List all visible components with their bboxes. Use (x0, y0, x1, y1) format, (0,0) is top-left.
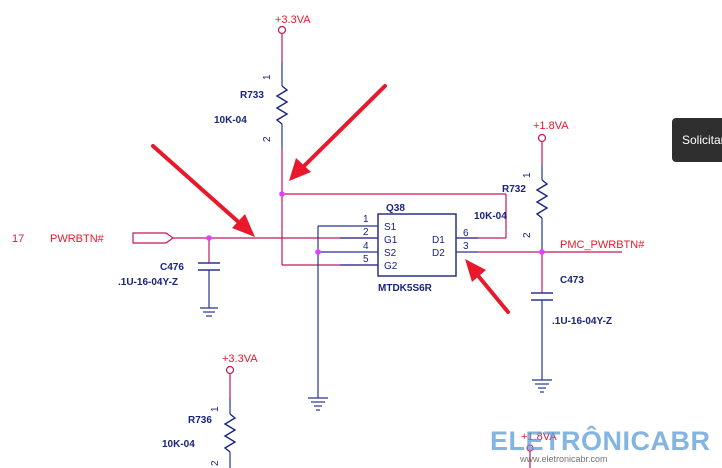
rail-right-1v8-label: +1.8VA (533, 120, 569, 132)
r733-pin2: 2 (262, 136, 273, 142)
rail-top-3v3-label: +3.3VA (275, 14, 311, 26)
solicitar-tab[interactable]: Solicitar (672, 118, 722, 162)
q38-ref: Q38 (386, 203, 405, 214)
annotation-arrow-left (151, 144, 255, 237)
pwrbtn-label: PWRBTN# (50, 233, 105, 245)
q38-pin-g1: G1 (384, 235, 398, 246)
rail-right-1v8: +1.8VA (533, 120, 569, 165)
c476-ref: C476 (160, 262, 184, 273)
q38-pin6-num: 6 (463, 228, 469, 239)
resistor-r736: 1 2 R736 10K-04 (162, 398, 237, 468)
ground-q38-source (308, 397, 328, 411)
watermark-url: www.eletronicabr.com (520, 454, 608, 464)
junction-dot (279, 191, 285, 197)
pmc-pwrbtn-label: PMC_PWRBTN# (560, 239, 645, 251)
capacitor-c473: C473 .1U-16-04Y-Z (531, 252, 612, 393)
capacitor-c476: C476 .1U-16-04Y-Z (118, 238, 220, 317)
resistor-r732: 1 2 R732 10K-04 (474, 165, 549, 252)
r736-pin2: 2 (210, 460, 221, 466)
junction-dot (315, 249, 321, 255)
rail-bottom-right-partial-label: +1.8VA (521, 431, 557, 443)
q38-pin1-num: 1 (363, 214, 369, 225)
ic-q38: Q38 MTDK5S6R 1 2 4 5 S1 G1 S2 G2 6 3 D1 … (318, 203, 478, 294)
q38-pin3-num: 3 (463, 241, 469, 252)
q38-pin4-num: 4 (363, 241, 369, 252)
q38-pin-s1: S1 (384, 222, 397, 233)
r733-value: 10K-04 (214, 115, 247, 126)
q38-pin-g2: G2 (384, 261, 398, 272)
rail-bottom-3v3: +3.3VA (222, 353, 258, 398)
rail-top-3v3: +3.3VA (275, 14, 311, 62)
r732-value: 10K-04 (474, 211, 507, 222)
r732-pin1: 1 (522, 172, 533, 178)
c473-ref: C473 (560, 275, 584, 286)
q38-part: MTDK5S6R (378, 283, 433, 294)
solicitar-label: Solicitar (682, 133, 722, 147)
resistor-r733: 1 2 R733 10K-04 (214, 62, 289, 148)
net-pwrbtn-in: 17 PWRBTN# (12, 232, 378, 245)
r736-pin1: 1 (210, 406, 221, 412)
watermark-brand: ELETRÔNICABR (490, 426, 711, 456)
rail-bottom-3v3-label: +3.3VA (222, 353, 258, 365)
c476-value: .1U-16-04Y-Z (118, 277, 178, 288)
watermark-logo: ELETRÔNICABR www.eletronicabr.com (490, 420, 722, 468)
r736-value: 10K-04 (162, 439, 195, 450)
r733-pin1: 1 (262, 74, 273, 80)
r736-ref: R736 (188, 415, 212, 426)
junction-dot (206, 235, 212, 241)
pwrbtn-page-ref: 17 (12, 233, 24, 245)
q38-pin-s2: S2 (384, 248, 397, 259)
rail-bottom-right-partial: +1.8VA (521, 431, 557, 468)
r732-pin2: 2 (522, 232, 533, 238)
q38-pin-d1: D1 (432, 235, 445, 246)
junction-dot (539, 249, 545, 255)
c473-value: .1U-16-04Y-Z (552, 316, 612, 327)
annotation-arrow-top (289, 84, 387, 181)
q38-pin2-num: 2 (363, 227, 369, 238)
r733-ref: R733 (240, 90, 264, 101)
r732-ref: R732 (502, 184, 526, 195)
q38-pin5-num: 5 (363, 254, 369, 265)
q38-pin-d2: D2 (432, 248, 445, 259)
annotation-arrow-bottom (465, 259, 510, 314)
